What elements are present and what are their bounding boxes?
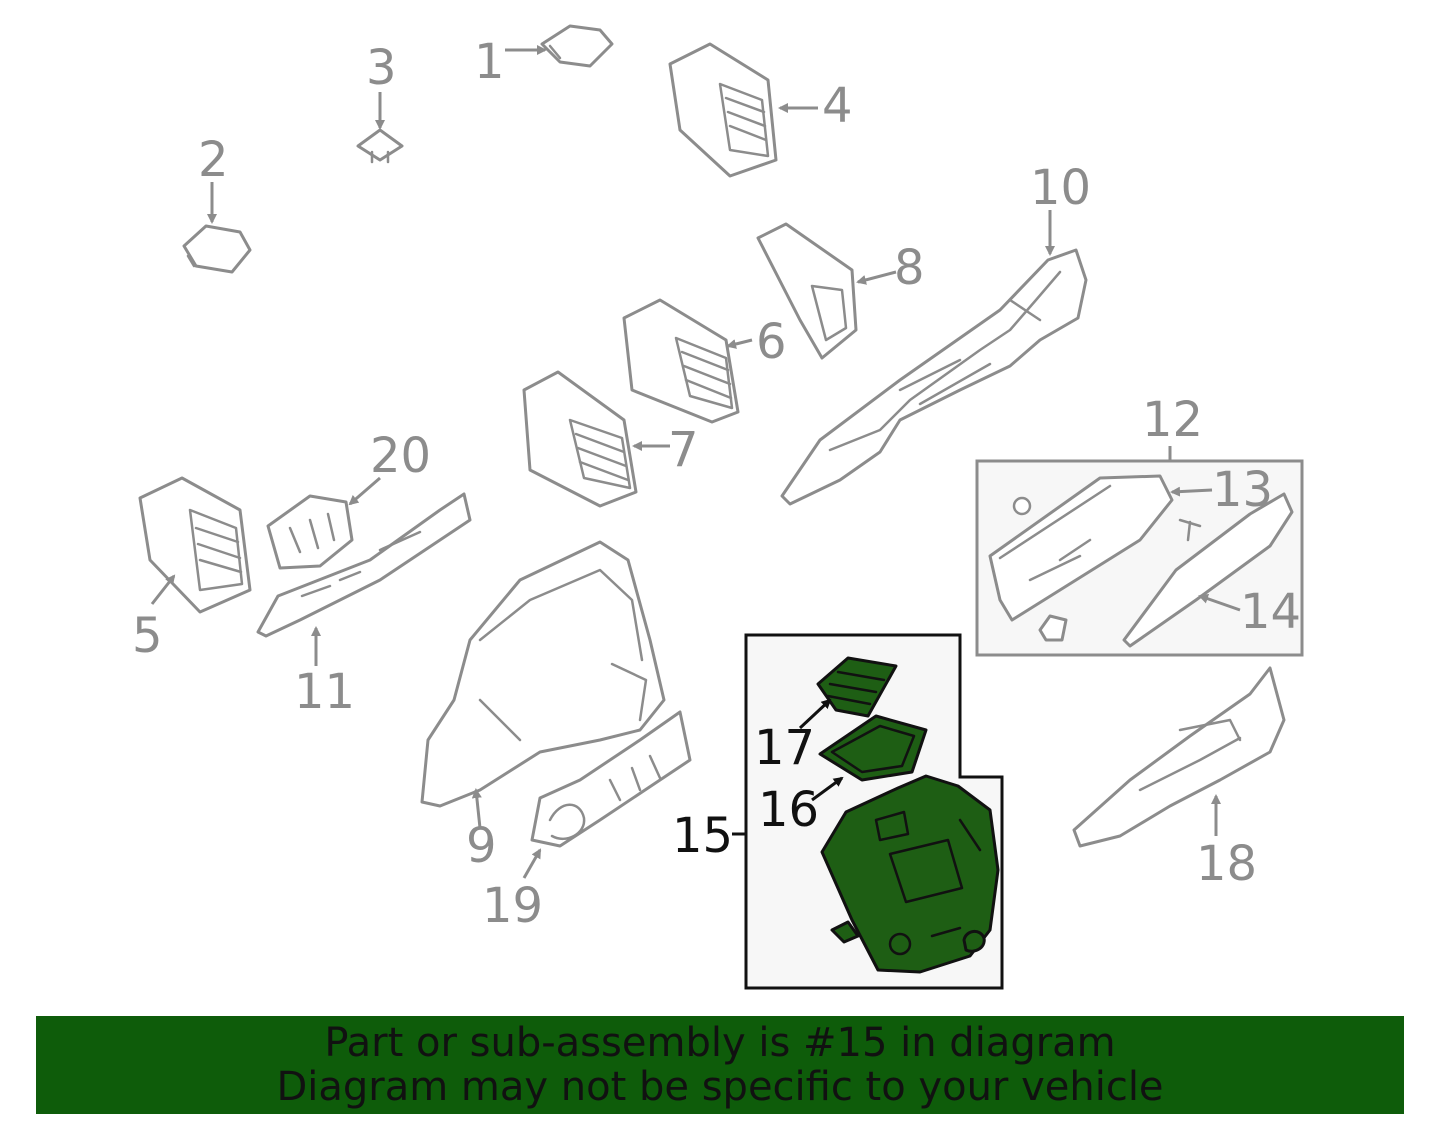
callout-12: 12: [1142, 392, 1203, 448]
part-4-air-vent: [668, 42, 818, 178]
callout-16: 16: [758, 782, 819, 838]
callout-6: 6: [756, 314, 787, 370]
callout-20: 20: [370, 428, 431, 484]
part-2-cap: [182, 182, 252, 274]
banner-line-part-number: Part or sub-assembly is #15 in diagram: [324, 1020, 1116, 1066]
callout-17: 17: [754, 720, 815, 776]
part-20-bracket: [266, 476, 381, 570]
callout-9: 9: [466, 818, 497, 874]
banner-line-disclaimer: Diagram may not be specific to your vehi…: [276, 1064, 1164, 1110]
part-8-trim-panel: [756, 222, 897, 360]
part-18-lower-tray: [1072, 666, 1286, 848]
part-10-upper-panel: [780, 210, 1088, 506]
callout-15: 15: [672, 808, 733, 864]
info-banner: Part or sub-assembly is #15 in diagram D…: [36, 1016, 1404, 1114]
callout-2: 2: [198, 132, 229, 188]
callout-19: 19: [482, 878, 543, 934]
part-6-air-vent: [622, 298, 753, 424]
part-15-inset-box: [732, 633, 1004, 990]
part-9-dashboard: [420, 540, 666, 829]
callout-8: 8: [894, 240, 925, 296]
part-19-lower-bracket: [522, 710, 692, 879]
callout-3: 3: [366, 40, 397, 96]
callout-5: 5: [132, 608, 163, 664]
callout-18: 18: [1196, 836, 1257, 892]
callout-14: 14: [1240, 584, 1301, 640]
glovebox-assembly-box: [975, 446, 1304, 657]
callout-11: 11: [294, 664, 355, 720]
callout-13: 13: [1212, 462, 1273, 518]
callout-1: 1: [474, 34, 505, 90]
part-3-clip: [356, 92, 404, 164]
callout-7: 7: [668, 422, 699, 478]
callout-4: 4: [822, 78, 853, 134]
part-5-air-vent: [138, 476, 252, 614]
part-1-cap: [505, 24, 614, 68]
part-11-lower-trim: [256, 492, 472, 666]
callout-10: 10: [1030, 160, 1091, 216]
part-7-air-vent: [522, 370, 670, 508]
